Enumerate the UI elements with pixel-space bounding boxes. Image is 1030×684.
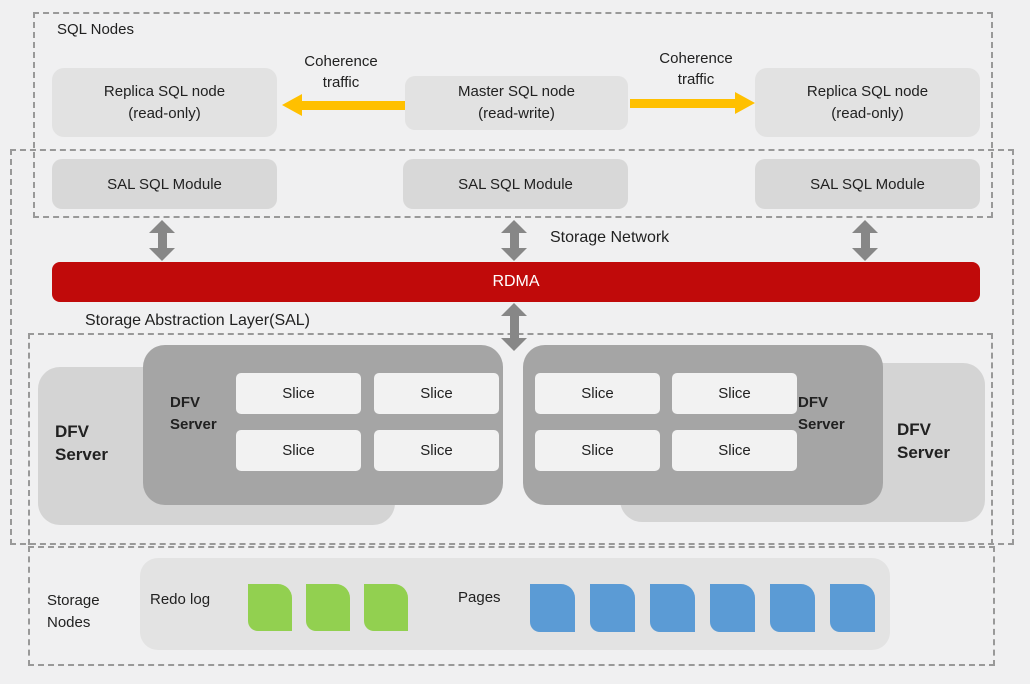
page-block: [530, 584, 575, 632]
double-arrow-icon-1: [149, 220, 175, 261]
coherence-arrow-right-icon: [630, 92, 755, 114]
coherence-traffic-label-right: Coherence traffic: [659, 50, 733, 88]
slice-box: Slice: [535, 430, 660, 471]
slice-box: Slice: [236, 430, 361, 471]
master-line2: (read-write): [478, 105, 555, 122]
page-block: [590, 584, 635, 632]
page-block: [830, 584, 875, 632]
pages-label: Pages: [458, 589, 501, 606]
sal-sql-module-2: SAL SQL Module: [403, 159, 628, 209]
master-line1: Master SQL node: [457, 83, 575, 100]
slice-box: Slice: [374, 430, 499, 471]
slice-box: Slice: [672, 430, 797, 471]
sal-layer-label: Storage Abstraction Layer(SAL): [85, 312, 311, 329]
slice-box: Slice: [374, 373, 499, 414]
dfv-outer-right-label: DFV Server: [897, 420, 950, 462]
redo-log-label: Redo log: [150, 591, 211, 608]
page-block: [770, 584, 815, 632]
sql-nodes-title: SQL Nodes: [57, 21, 134, 38]
dfv-outer-left-label: DFV Server: [55, 422, 108, 464]
dfv-server-inner-left: [143, 345, 503, 505]
replica-right-line1: Replica SQL node: [806, 82, 929, 100]
double-arrow-icon-4: [501, 303, 527, 351]
dfv-inner-left-label: DFV Server: [170, 394, 217, 433]
sql-nodes-region-box: [33, 12, 993, 218]
storage-network-label: Storage Network: [550, 229, 670, 246]
redo-log-block: [248, 584, 292, 631]
master-sql-node: Master SQL node (read-write): [405, 76, 628, 130]
page-block: [710, 584, 755, 632]
replica-left-line1: Replica SQL node: [103, 82, 226, 100]
storage-nodes-title: Storage Nodes: [47, 592, 100, 631]
page-block: [650, 584, 695, 632]
redo-log-block: [364, 584, 408, 631]
replica-sql-node-right: Replica SQL node (read-only): [755, 68, 980, 137]
sal-sql-module-3: SAL SQL Module: [755, 159, 980, 209]
dfv-server-inner-right: [523, 345, 883, 505]
slice-box: Slice: [535, 373, 660, 414]
replica-right-line2: (read-only): [831, 104, 904, 122]
slice-box: Slice: [236, 373, 361, 414]
page-blocks: [530, 584, 890, 632]
coherence-traffic-label-left: Coherence traffic: [304, 53, 378, 91]
replica-sql-node-left: Replica SQL node (read-only): [52, 68, 277, 137]
double-arrow-icon-3: [852, 220, 878, 261]
dfv-inner-right-label: DFV Server: [798, 394, 845, 433]
redo-log-block: [306, 584, 350, 631]
storage-nodes-region-box: [28, 546, 995, 666]
sal-sql-module-1: SAL SQL Module: [52, 159, 277, 209]
storage-abstraction-region-box: [10, 149, 1014, 545]
coherence-arrow-left-icon: [282, 94, 405, 116]
double-arrow-icon-2: [501, 220, 527, 261]
rdma-bar: RDMA: [52, 262, 980, 302]
replica-left-line2: (read-only): [128, 104, 201, 122]
slice-box: Slice: [672, 373, 797, 414]
redo-log-blocks: [248, 584, 422, 631]
